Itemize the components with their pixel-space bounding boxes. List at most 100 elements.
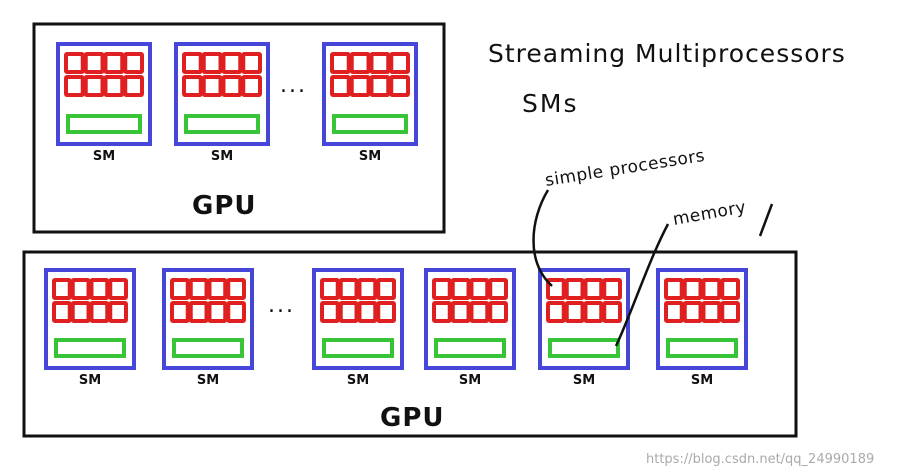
- core-square: [432, 278, 452, 300]
- core-square: [602, 301, 622, 323]
- core-square: [182, 52, 203, 74]
- sm-block: SM: [162, 268, 254, 388]
- core-square: [564, 301, 585, 323]
- simple-processors-leader-line: [532, 189, 553, 287]
- core-square: [201, 52, 223, 74]
- core-square: [52, 278, 72, 300]
- core-square: [546, 301, 566, 323]
- core-square: [201, 75, 223, 97]
- core-square: [170, 301, 190, 323]
- core-square: [376, 301, 396, 323]
- core-square: [89, 301, 110, 323]
- sm-block: SM: [322, 42, 418, 164]
- core-square: [108, 278, 128, 300]
- sm-border: [162, 268, 254, 370]
- sm-border: [424, 268, 516, 370]
- gpu-bottom-label: GPU: [380, 403, 445, 433]
- sm-block: SM: [656, 268, 748, 388]
- core-square: [583, 301, 604, 323]
- sm-memory-bar: [548, 338, 620, 358]
- core-square: [682, 301, 703, 323]
- sm-border: [656, 268, 748, 370]
- core-square: [369, 52, 391, 74]
- core-square: [226, 278, 246, 300]
- core-square: [123, 75, 144, 97]
- gpu-top-sm-group: SM SM SM: [56, 42, 418, 164]
- sm-label: SM: [347, 373, 369, 388]
- core-square: [226, 301, 246, 323]
- sm-memory-bar: [666, 338, 738, 358]
- core-square: [52, 301, 72, 323]
- memory-tick-line: [758, 203, 774, 237]
- core-square: [221, 75, 243, 97]
- core-square: [450, 301, 471, 323]
- gpu-top-label: GPU: [192, 191, 257, 221]
- sm-memory-bar: [172, 338, 244, 358]
- core-square: [701, 301, 722, 323]
- core-square: [188, 278, 209, 300]
- core-square: [450, 278, 471, 300]
- core-square: [70, 278, 91, 300]
- sm-memory-bar: [184, 114, 260, 134]
- core-square: [664, 278, 684, 300]
- sm-label: SM: [359, 149, 381, 164]
- sm-border: [312, 268, 404, 370]
- core-square: [64, 75, 85, 97]
- annotation-memory: memory: [671, 197, 747, 230]
- sm-block: SM: [312, 268, 404, 388]
- core-square: [182, 75, 203, 97]
- sm-label: SM: [459, 373, 481, 388]
- sm-memory-bar: [66, 114, 142, 134]
- core-square: [108, 301, 128, 323]
- core-square: [123, 52, 144, 74]
- core-square: [188, 301, 209, 323]
- sm-border: [174, 42, 270, 146]
- sm-memory-bar: [322, 338, 394, 358]
- core-square: [376, 278, 396, 300]
- core-square: [207, 278, 228, 300]
- heading-line2: SMs: [522, 89, 578, 118]
- core-square: [207, 301, 228, 323]
- core-square: [664, 301, 684, 323]
- sm-memory-bar: [54, 338, 126, 358]
- core-square: [701, 278, 722, 300]
- sm-label: SM: [197, 373, 219, 388]
- sm-border: [44, 268, 136, 370]
- sm-border: [322, 42, 418, 146]
- core-square: [469, 301, 490, 323]
- sm-block: SM: [538, 268, 630, 388]
- sm-label: SM: [691, 373, 713, 388]
- sm-memory-bar: [434, 338, 506, 358]
- core-square: [602, 278, 622, 300]
- sm-block: SM: [44, 268, 136, 388]
- sm-label: SM: [93, 149, 115, 164]
- core-square: [241, 52, 262, 74]
- sm-block: SM: [174, 42, 270, 164]
- watermark: https://blog.csdn.net/qq_24990189: [646, 452, 874, 467]
- core-square: [320, 301, 340, 323]
- core-square: [241, 75, 262, 97]
- core-square: [357, 278, 378, 300]
- sm-label: SM: [211, 149, 233, 164]
- core-square: [320, 278, 340, 300]
- core-square: [330, 52, 351, 74]
- memory-leader-line: [614, 223, 670, 347]
- core-square: [564, 278, 585, 300]
- core-square: [546, 278, 566, 300]
- gpu-top-box: [32, 22, 446, 234]
- core-square: [357, 301, 378, 323]
- core-square: [170, 278, 190, 300]
- core-square: [488, 301, 508, 323]
- core-square: [583, 278, 604, 300]
- core-square: [330, 75, 351, 97]
- core-square: [103, 75, 125, 97]
- sm-memory-bar: [332, 114, 408, 134]
- sm-block: SM: [424, 268, 516, 388]
- core-square: [682, 278, 703, 300]
- core-square: [338, 301, 359, 323]
- core-square: [64, 52, 85, 74]
- core-square: [720, 301, 740, 323]
- sm-label: SM: [79, 373, 101, 388]
